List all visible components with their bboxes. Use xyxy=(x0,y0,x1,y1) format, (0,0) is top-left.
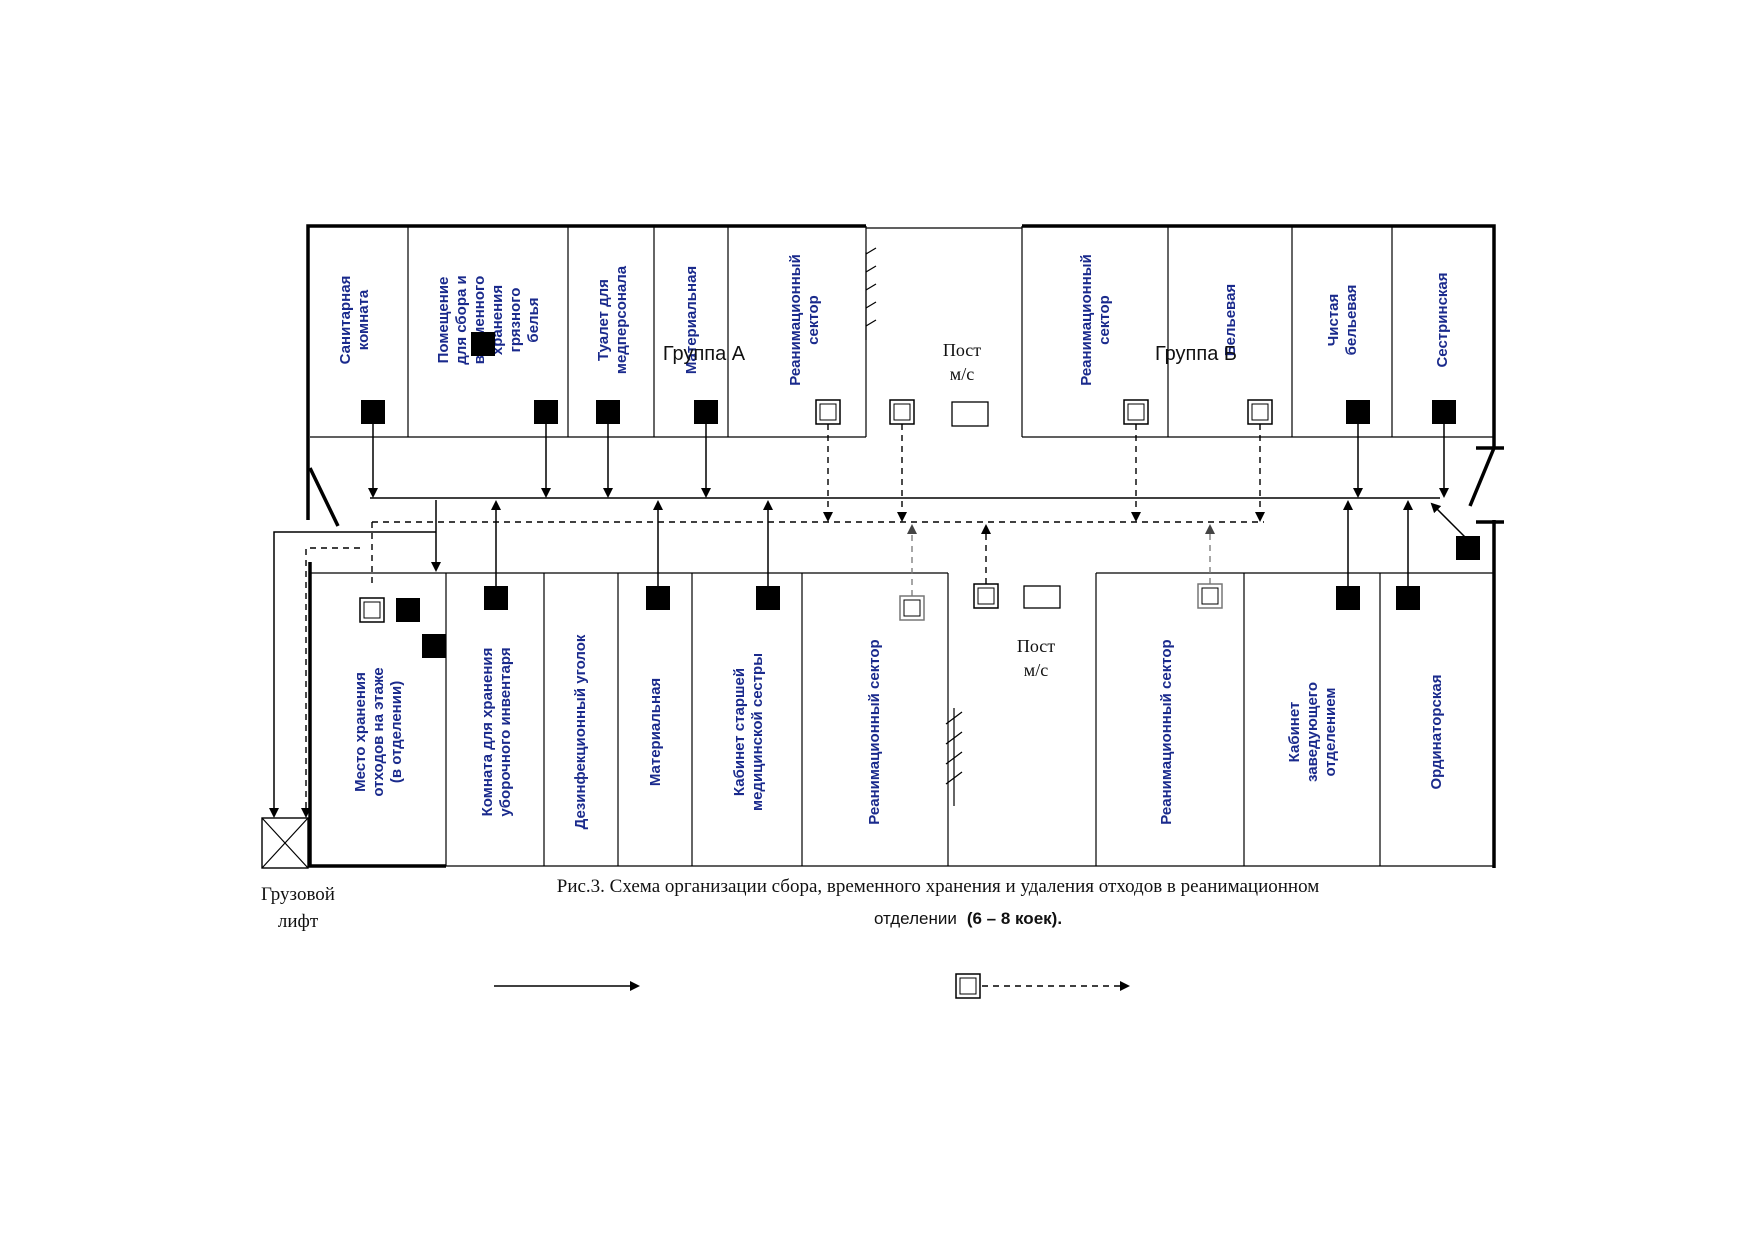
bin-black xyxy=(1432,400,1456,424)
bin-black xyxy=(422,634,446,658)
room-label-bottom-0: Место храненияотходов на этаже(в отделен… xyxy=(352,667,405,796)
room-label-bottom-1: Комната для храненияуборочного инвентаря xyxy=(479,647,514,816)
room-label-top-6: Бельевая xyxy=(1222,284,1239,356)
nurse-post-bottom-line1: Пост xyxy=(1017,636,1055,656)
room-label-bottom-3: Материальная xyxy=(647,678,664,786)
room-label-bottom-5: Реанимационный сектор xyxy=(866,639,883,824)
nurse-post-top-line2: м/с xyxy=(950,364,974,384)
room-label-top-3: Материальная xyxy=(683,266,700,374)
bin-black xyxy=(361,400,385,424)
room-label-top-7: Чистаябельевая xyxy=(1325,285,1360,356)
bin-black xyxy=(1456,536,1480,560)
nurse-post-bottom-line2: м/с xyxy=(1024,660,1048,680)
caption-line2-text: отделении xyxy=(874,909,957,928)
room-label-top-0: Санитарнаякомната xyxy=(337,276,372,365)
solid-arrows xyxy=(368,424,1469,586)
outer-walls xyxy=(306,224,1504,868)
bin-black xyxy=(694,400,718,424)
nurse-post-top-line1: Пост xyxy=(943,340,981,360)
room-label-bottom-8: Ординаторская xyxy=(1428,674,1445,789)
west-door xyxy=(308,467,340,527)
nurse-post-bottom-desk xyxy=(1023,585,1061,609)
room-label-bottom-6: Реанимационный сектор xyxy=(1158,639,1175,824)
medical-waste-bins xyxy=(359,399,1273,623)
lift-label-line2: лифт xyxy=(278,911,319,932)
room-label-top-4: Реанимационныйсектор xyxy=(787,254,822,386)
medical-waste-route xyxy=(269,521,1264,818)
bin-black xyxy=(596,400,620,424)
general-waste-bins xyxy=(361,332,1480,658)
freight-lift xyxy=(261,817,309,869)
bin-black xyxy=(1336,586,1360,610)
nurse-post-top-desk xyxy=(951,401,989,427)
dashed-arrows xyxy=(823,424,1265,596)
bin-black xyxy=(484,586,508,610)
bin-black xyxy=(646,586,670,610)
figure-caption-line2: отделении (6 – 8 коек). xyxy=(874,909,1062,928)
bin-black xyxy=(1346,400,1370,424)
group-a-label: Группа А xyxy=(663,343,746,365)
figure-caption-line1: Рис.3. Схема организации сбора, временно… xyxy=(557,876,1320,897)
room-label-bottom-7: Кабинетзаведующегоотделением xyxy=(1286,682,1339,782)
room-label-bottom-4: Кабинет старшеймедицинской сестры xyxy=(731,653,766,811)
bin-black xyxy=(396,598,420,622)
group-b-label: Группа Б xyxy=(1155,343,1237,365)
room-label-top-2: Туалет длямедперсонала xyxy=(595,265,630,374)
room-partitions xyxy=(310,226,1494,866)
bin-black xyxy=(756,586,780,610)
caption-bed-count: (6 – 8 коек). xyxy=(967,909,1062,928)
room-label-top-8: Сестринская xyxy=(1434,272,1451,367)
bin-black xyxy=(471,332,495,356)
room-label-top-5: Реанимационныйсектор xyxy=(1078,254,1113,386)
bin-black xyxy=(534,400,558,424)
east-door xyxy=(1468,447,1496,507)
room-label-bottom-2: Дезинфекционный уголок xyxy=(572,634,589,829)
legend xyxy=(494,973,1130,999)
bin-black xyxy=(1396,586,1420,610)
lift-label-line1: Грузовой xyxy=(261,884,335,905)
